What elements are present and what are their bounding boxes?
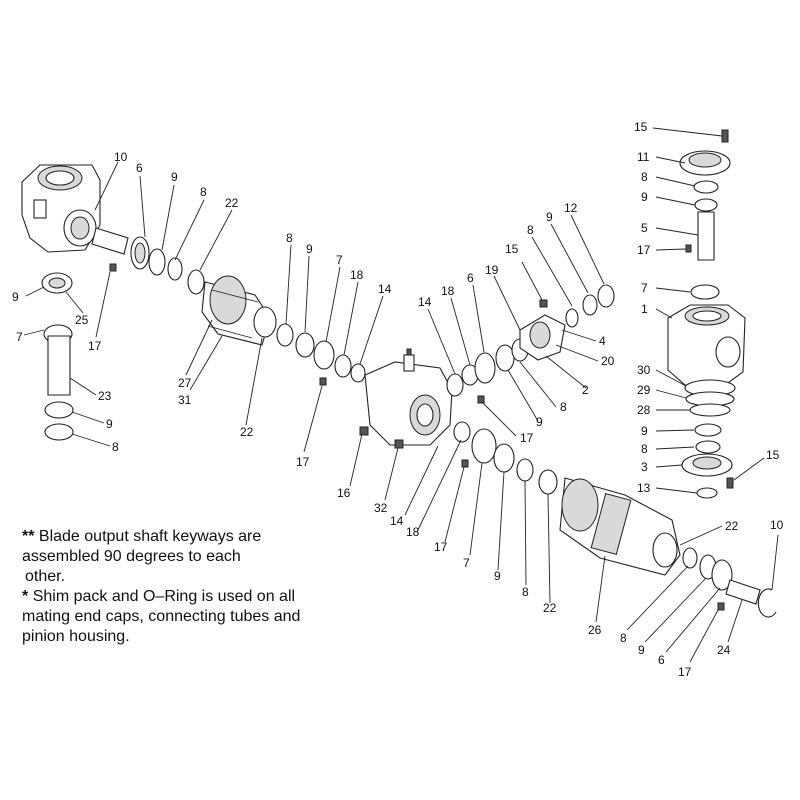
callout-number: 9 (306, 242, 313, 256)
leader-lines (23, 127, 779, 663)
connecting-tube-right (559, 477, 681, 576)
footnotes: ** Blade output shaft keyways are assemb… (22, 527, 352, 647)
callout-number: 19 (485, 263, 499, 277)
callout-number: 17 (434, 540, 448, 554)
callout-number: 17 (88, 339, 102, 353)
callout-number: 13 (637, 481, 651, 495)
connecting-tube-left (201, 275, 277, 346)
left-input-shaft (91, 227, 129, 255)
note-mark: ** (22, 528, 35, 545)
left-gearbox-housing (21, 164, 101, 253)
callout-number: 22 (725, 519, 739, 533)
callout-number: 18 (406, 525, 420, 539)
callout-number: 1 (641, 302, 648, 316)
callout-number: 9 (546, 210, 553, 224)
note-mark: * (22, 588, 29, 605)
callout-number: 17 (678, 665, 692, 679)
right-gearbox-lower (681, 379, 736, 499)
center-gearbox-housing (359, 348, 453, 449)
callout-number: 10 (114, 150, 128, 164)
callout-number: 7 (336, 253, 343, 267)
callout-number: 17 (296, 455, 310, 469)
callout-number: 29 (637, 383, 651, 397)
note-shim-pack: * Shim pack and O–Ring is used on all ma… (22, 587, 352, 647)
callout-number: 14 (418, 295, 432, 309)
callout-number: 7 (641, 281, 648, 295)
callout-number: 18 (441, 284, 455, 298)
note-text: assembled 90 degrees to each (22, 548, 241, 565)
callout-number: 15 (505, 242, 519, 256)
callout-number: 9 (171, 170, 178, 184)
right-gearbox-housing (667, 304, 746, 386)
center-lower-bearings (453, 421, 558, 495)
callout-number: 9 (638, 643, 645, 657)
callout-number: 7 (16, 330, 23, 344)
callout-number: 6 (467, 271, 474, 285)
left-tube-bearings (276, 323, 366, 386)
callout-number: 15 (766, 448, 780, 462)
callout-number: 9 (641, 190, 648, 204)
callout-number: 10 (770, 518, 784, 532)
callout-number: 8 (641, 442, 648, 456)
callout-number: 16 (337, 486, 351, 500)
note-text: mating end caps, connecting tubes and (22, 608, 301, 625)
callout-number: 2 (582, 383, 589, 397)
note-text: pinion housing. (22, 628, 130, 645)
callout-number: 27 (178, 376, 192, 390)
callout-number: 9 (12, 290, 19, 304)
callout-number: 22 (240, 425, 254, 439)
callout-number: 25 (75, 313, 89, 327)
callout-number: 14 (378, 282, 392, 296)
callout-number: 9 (494, 569, 501, 583)
callout-number: 8 (620, 631, 627, 645)
callout-number: 30 (637, 363, 651, 377)
callout-number: 5 (641, 221, 648, 235)
center-gear-stack (446, 338, 529, 404)
callout-number: 11 (637, 150, 650, 164)
pinion-cap (519, 284, 615, 361)
callout-labels: 10 6 9 8 22 9 25 7 17 23 9 8 27 31 8 9 7… (12, 120, 784, 679)
callout-number: 26 (588, 623, 602, 637)
callout-number: 31 (178, 393, 192, 407)
callout-number: 22 (543, 601, 557, 615)
callout-number: 8 (527, 223, 534, 237)
callout-number: 9 (106, 417, 113, 431)
note-keyways: ** Blade output shaft keyways are assemb… (22, 527, 352, 587)
note-text: other. (25, 568, 66, 585)
callout-number: 8 (112, 440, 119, 454)
callout-number: 17 (520, 431, 534, 445)
vertical-shaft-left (41, 263, 117, 441)
callout-number: 20 (601, 354, 615, 368)
callout-number: 15 (634, 120, 648, 134)
note-text: Shim pack and O–Ring is used on all (32, 588, 296, 605)
callout-number: 8 (641, 170, 648, 184)
note-text: Blade output shaft keyways are (38, 528, 262, 545)
callout-number: 24 (717, 643, 731, 657)
callout-number: 9 (641, 424, 648, 438)
callout-number: 9 (536, 415, 543, 429)
callout-number: 23 (98, 389, 112, 403)
callout-number: 17 (637, 243, 651, 257)
right-gearbox-top (679, 129, 731, 300)
callout-number: 6 (136, 161, 143, 175)
callout-number: 3 (641, 460, 648, 474)
callout-number: 7 (463, 556, 470, 570)
callout-number: 8 (200, 185, 207, 199)
callout-number: 32 (374, 501, 388, 515)
callout-number: 22 (225, 196, 239, 210)
callout-number: 8 (560, 400, 567, 414)
callout-number: 4 (599, 334, 606, 348)
callout-number: 14 (390, 514, 404, 528)
callout-number: 12 (564, 201, 578, 215)
callout-number: 18 (350, 268, 364, 282)
left-bearing-stack (130, 236, 205, 295)
callout-number: 8 (286, 231, 293, 245)
callout-number: 6 (658, 653, 665, 667)
callout-number: 8 (522, 585, 529, 599)
callout-number: 28 (637, 403, 651, 417)
right-output-parts (682, 547, 777, 618)
